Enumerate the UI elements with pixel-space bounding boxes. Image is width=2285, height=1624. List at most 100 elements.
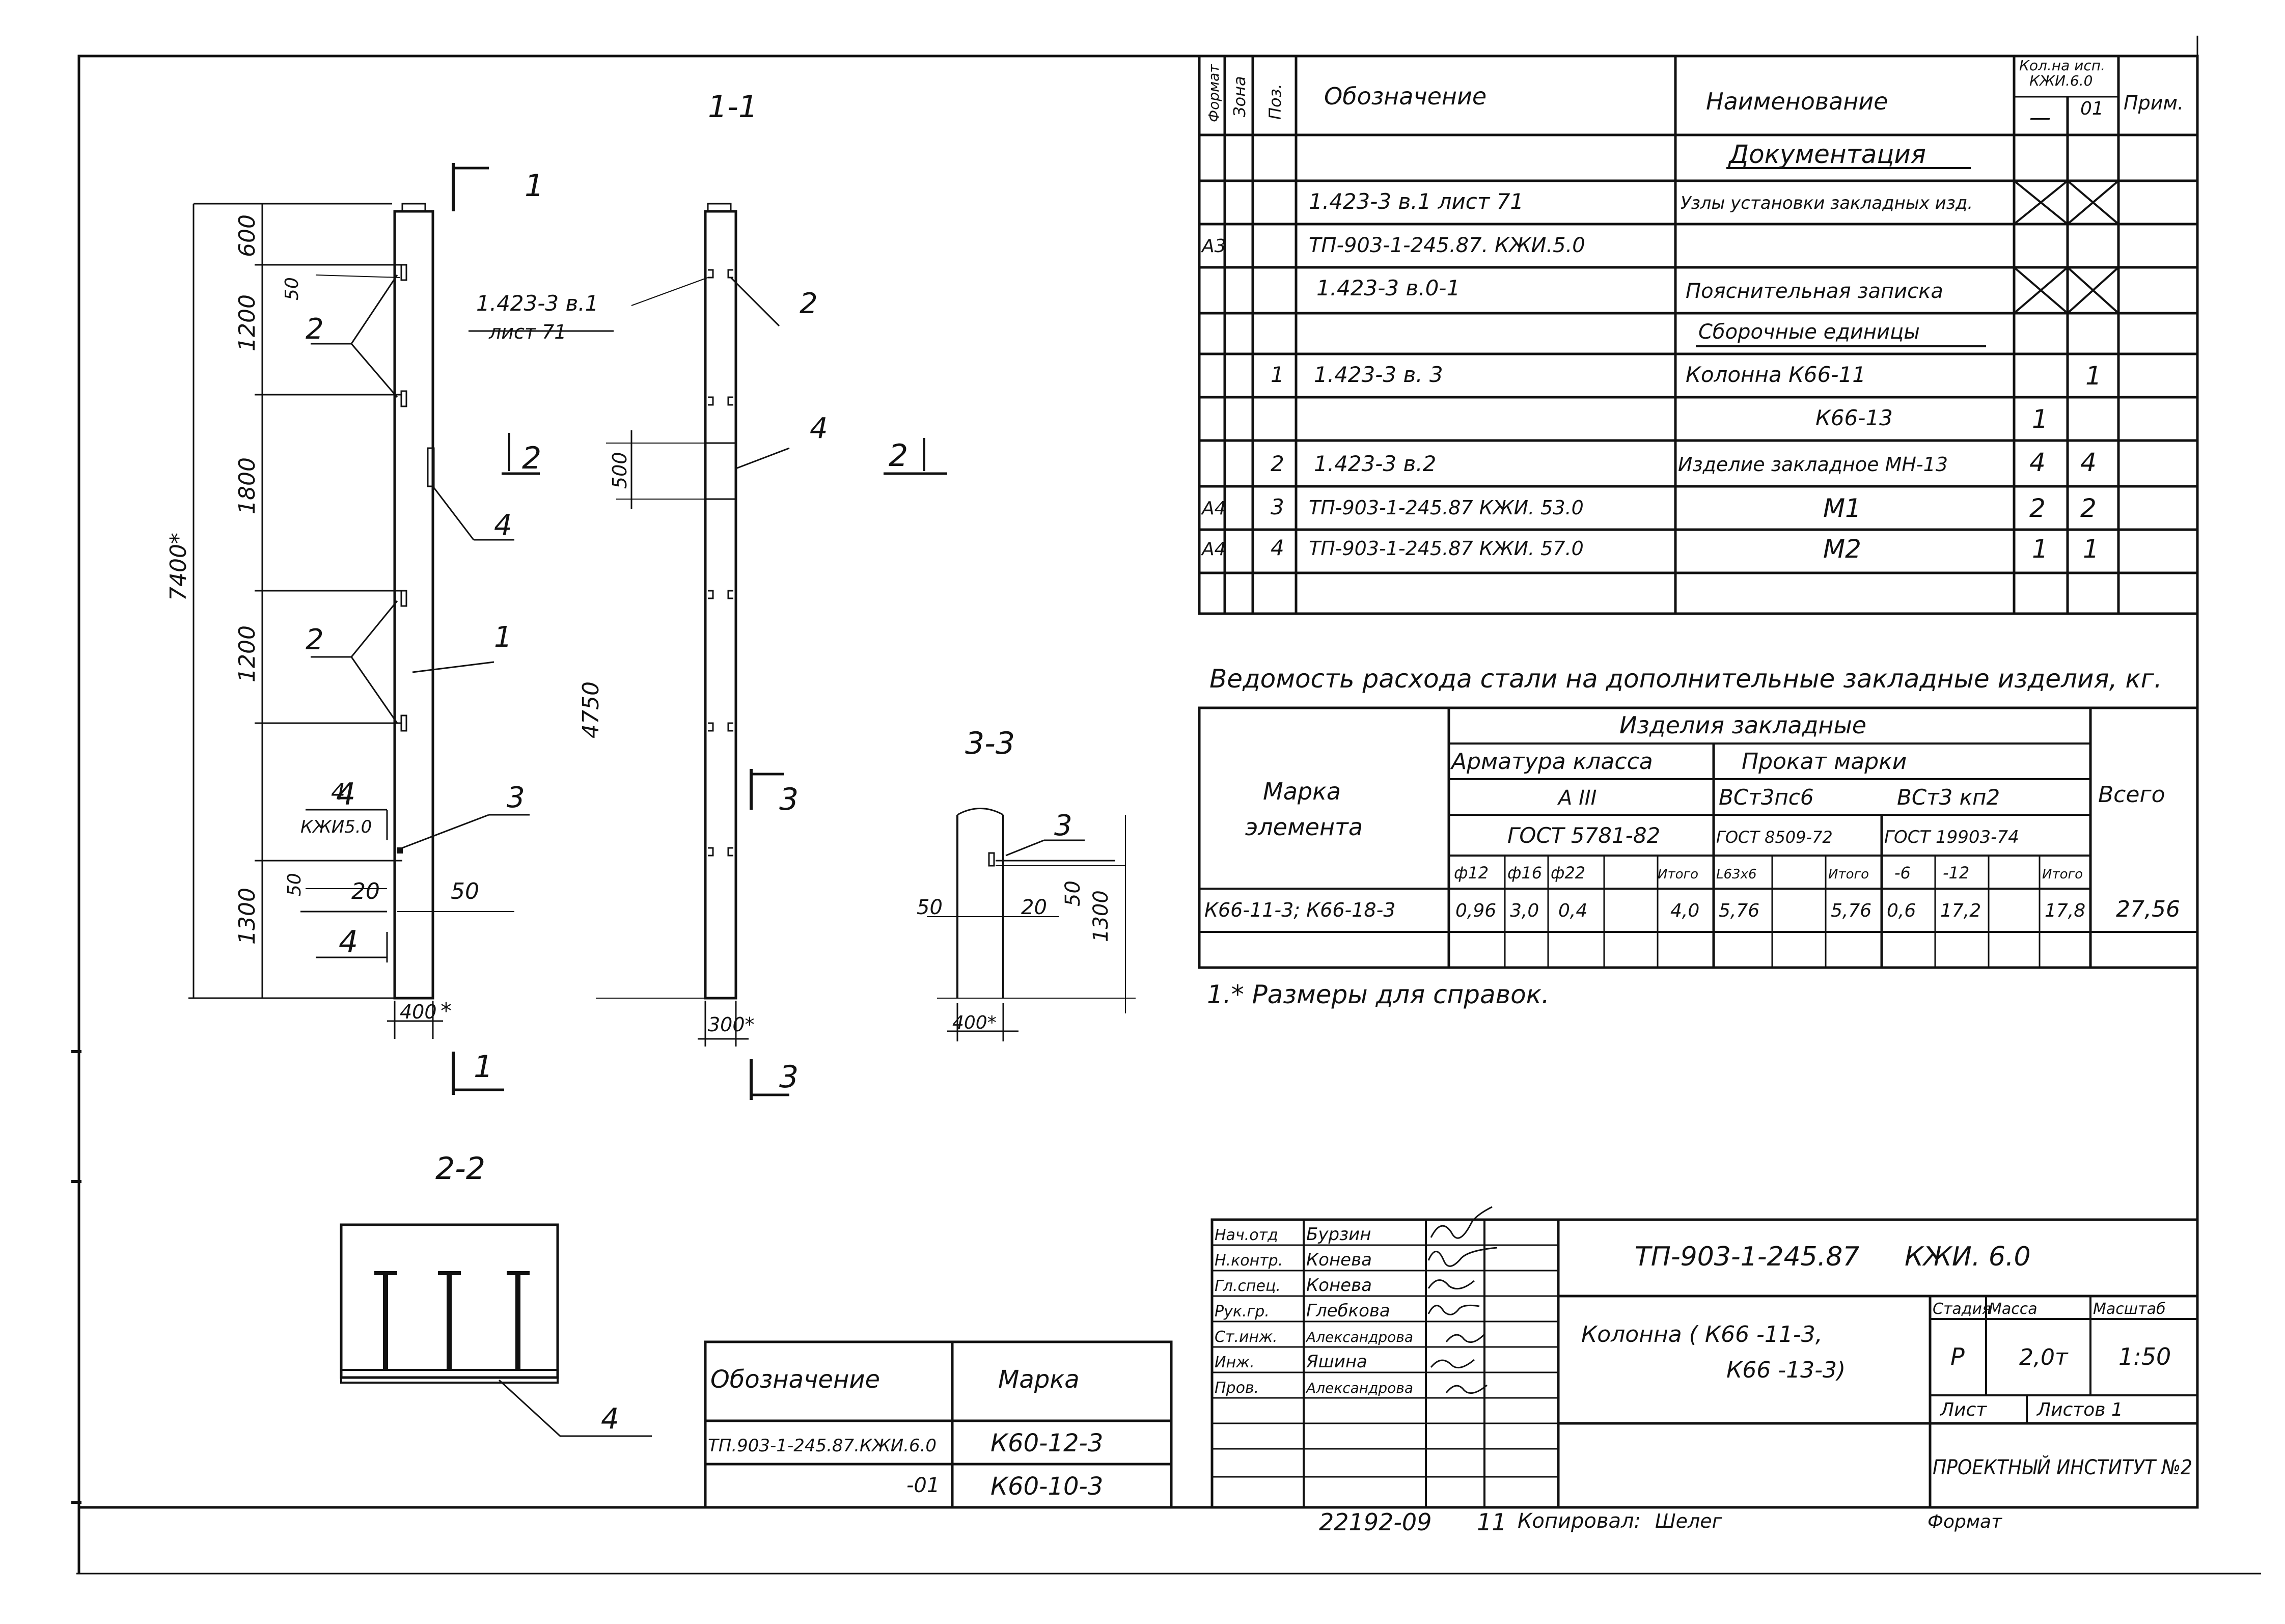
tb-role-3: Рук.гр.	[1215, 1303, 1270, 1320]
ref-4-num: 4	[331, 779, 345, 805]
tb-name-5: Яшина	[1306, 1352, 1367, 1372]
tb-role-2: Гл.спец.	[1215, 1277, 1281, 1295]
steel-col-12: Итого	[2042, 867, 2083, 882]
steel-col-8: Итого	[1828, 867, 1869, 882]
dim-50-right: 50	[451, 878, 479, 904]
tb-name-4: Александрова	[1305, 1329, 1413, 1345]
v33-dim-400: 400*	[952, 1012, 997, 1033]
spec-row3-name: Пояснительная записка	[1686, 280, 1943, 303]
marks-row1-mark: К60-10-3	[990, 1472, 1103, 1501]
spec-row8-name: М1	[1823, 493, 1861, 523]
pos-4: 4	[494, 509, 512, 542]
spec-row7-q2: 4	[2080, 448, 2097, 477]
marks-h-mark: Марка	[998, 1365, 1080, 1394]
steel-row-total: 27,56	[2116, 896, 2180, 922]
tb-name-6: Александрова	[1305, 1380, 1413, 1396]
tb-role-1: Н.контр.	[1215, 1252, 1283, 1270]
spec-row3-des: 1.423-3 в.0-1	[1316, 276, 1460, 300]
cut-1-bottom: 1	[474, 1049, 493, 1085]
footer: 22192-09 11 Копировал: Шелег Формат	[1319, 1508, 2002, 1536]
spec-row5-name: Колонна К66-11	[1686, 362, 1866, 387]
steel-col-2: ф16	[1507, 863, 1542, 883]
marks-row0-mark: К60-12-3	[990, 1429, 1103, 1457]
spec-h-qty-doc: КЖИ.6.0	[2029, 72, 2093, 89]
title-block: Нач.отд Бурзин Н.контр. Конева Гл.спец. …	[1215, 1224, 2192, 1479]
tb-name-1line: Колонна ( К66 -11-3,	[1581, 1322, 1823, 1347]
steel-col-10: -12	[1943, 863, 1969, 883]
steel-val-5: 4,0	[1670, 900, 1699, 921]
spec-h-var-a: —	[2029, 105, 2051, 130]
side-pos-2: 2	[800, 287, 818, 320]
section-1-1-label: 1-1	[708, 89, 758, 125]
cut-4-top: 4	[336, 777, 355, 812]
spec-row8-q1: 2	[2029, 493, 2046, 523]
spec-row5-q2: 1	[2085, 361, 2102, 391]
dim-500: 500	[609, 452, 631, 489]
ref-doc-line1: 1.423-3 в.1	[476, 291, 598, 316]
steel-h-mark-2: элемента	[1245, 813, 1363, 841]
spec-row9-des: ТП-903-1-245.87 КЖИ. 57.0	[1309, 537, 1584, 560]
tb-code-suffix: КЖИ. 6.0	[1905, 1242, 2031, 1272]
spec-row6-q1: 1	[2032, 404, 2048, 434]
spec-row7-des: 1.423-3 в.2	[1314, 451, 1436, 476]
v33-dim-50b: 50	[1061, 880, 1085, 906]
dim-600: 600	[234, 214, 260, 257]
dim-20: 20	[351, 878, 380, 904]
section-2-2-label: 2-2	[435, 1151, 485, 1187]
spec-h-name: Наименование	[1706, 88, 1888, 115]
spec-row9-q1: 1	[2032, 534, 2048, 564]
spec-row1-name: Узлы установки закладных изд.	[1681, 193, 1973, 213]
steel-h-rebar: Арматура класса	[1450, 749, 1653, 775]
spec-table-grid	[1198, 54, 2199, 615]
spec-h-qty: Кол.на исп.	[2019, 57, 2105, 74]
cut-4-bottom: 4	[339, 924, 358, 960]
spec-row6-name: К66-13	[1815, 405, 1893, 430]
spec-row9-q2: 1	[2083, 534, 2099, 564]
spec-h-pos: Поз.	[1265, 84, 1285, 120]
cut-2-right: 2	[889, 438, 908, 474]
steel-val-2: 3,0	[1510, 900, 1539, 921]
tb-org: ПРОЕКТНЫЙ ИНСТИТУТ №2	[1933, 1455, 2192, 1479]
steel-h-gost2: ГОСТ 8509-72	[1716, 828, 1833, 847]
marks-row1-des: -01	[906, 1474, 940, 1497]
view33-dims: 50 20 50 1300 400* 3	[917, 809, 1113, 1033]
ref-4-doc: КЖИ5.0	[300, 817, 372, 837]
steel-h-rolled: Прокат марки	[1742, 749, 1907, 775]
pos-1: 1	[494, 621, 512, 654]
title-block-grid	[1210, 1218, 2199, 1509]
tb-h-stage: Стадия	[1933, 1300, 1991, 1318]
spec-row0-name: Документация	[1728, 140, 1926, 169]
v33-dim-20: 20	[1021, 896, 1047, 919]
steel-val-8: 5,76	[1831, 900, 1871, 921]
note: 1.* Размеры для справок.	[1207, 980, 1550, 1009]
view-3-3	[927, 808, 1136, 1041]
spec-row5-des: 1.423-3 в. 3	[1314, 362, 1443, 387]
steel-table-grid	[1198, 706, 2199, 969]
footer-copied-sign: Шелег	[1655, 1510, 1723, 1532]
dim-1200-top: 1200	[234, 294, 260, 351]
spec-h-note: Прим.	[2124, 92, 2184, 114]
tb-scale: 1:50	[2118, 1343, 2171, 1370]
tb-h-sheet: Лист	[1939, 1399, 1987, 1420]
dim-4750: 4750	[578, 681, 604, 738]
tb-stage: Р	[1950, 1343, 1965, 1370]
steel-table: Ведомость расхода стали на дополнительны…	[1204, 664, 2180, 922]
steel-col-3: ф22	[1551, 863, 1585, 883]
dim-total: 7400*	[166, 533, 191, 601]
v33-pos-3: 3	[1054, 809, 1072, 842]
spec-row9-fmt: А4	[1201, 539, 1226, 560]
sheet-frame	[77, 54, 2199, 1509]
steel-h-vst2: ВСт3 кп2	[1897, 785, 2000, 810]
tb-role-5: Инж.	[1215, 1354, 1255, 1371]
spec-row7-name: Изделие закладное МН-13	[1678, 453, 1948, 476]
cut-3-top: 3	[779, 782, 799, 817]
spec-row8-fmt: А4	[1201, 498, 1226, 519]
steel-h-class: А III	[1557, 786, 1596, 810]
side-view	[469, 203, 947, 1100]
spec-h-designation: Обозначение	[1324, 82, 1486, 110]
tb-role-6: Пров.	[1215, 1379, 1259, 1397]
marks-table: Обозначение Марка ТП.903-1-245.87.КЖИ.6.…	[708, 1365, 1103, 1501]
tb-h-sheets: Листов 1	[2036, 1399, 2123, 1420]
steel-col-9: -6	[1894, 863, 1911, 883]
